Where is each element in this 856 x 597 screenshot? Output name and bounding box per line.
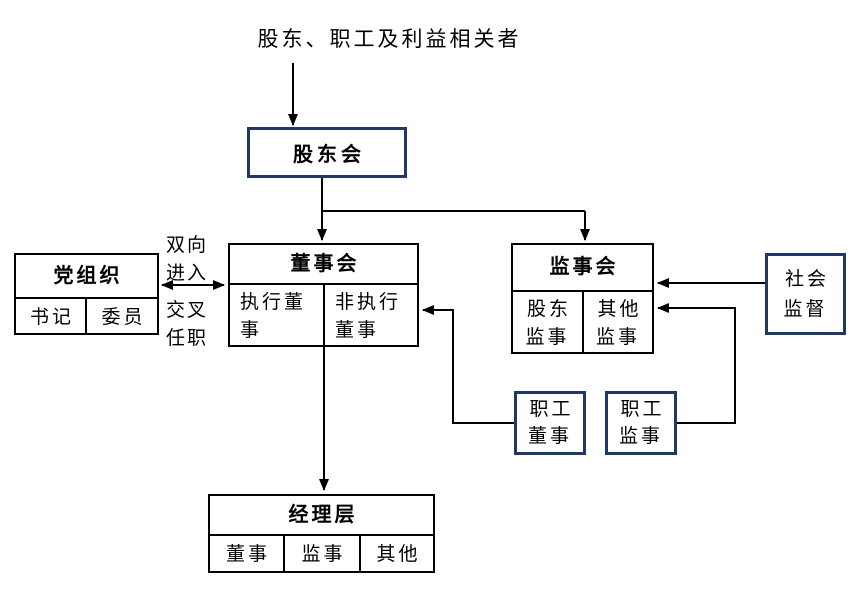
board-of-supervisors-cells: 股东监事 其他监事 [513,292,652,354]
party-organization-cells: 书记 委员 [16,299,157,335]
party-organization-box: 党组织 书记 委员 [14,253,159,335]
party-secretary-cell: 书记 [29,306,74,328]
board-of-directors-box: 董事会 执行董事 非执行董事 [228,243,419,347]
management-director-cell: 董事 [225,543,270,565]
party-organization-header: 党组织 [16,255,157,299]
shareholders-meeting-box: 股东会 [247,127,407,178]
two-way-entry-label: 双向进入 [165,234,208,284]
social-supervision-box: 社会监督 [765,253,846,335]
management-other-cell: 其他 [359,536,433,573]
management-supervisor-cell: 监事 [283,536,359,573]
arrow-employee-director-to-board [422,305,514,424]
social-supervision-label: 社会监督 [783,268,829,320]
board-of-supervisors-box: 监事会 股东监事 其他监事 [511,243,654,354]
management-header: 经理层 [210,496,433,536]
stakeholders-top-label: 股东、职工及利益相关者 [257,27,522,51]
board-of-supervisors-header: 监事会 [513,245,652,292]
employee-supervisor-box: 职工监事 [605,391,677,455]
other-supervisor-cell: 其他监事 [582,292,652,354]
non-executive-director-cell: 非执行董事 [323,285,417,347]
employee-supervisor-label: 职工监事 [618,398,665,447]
shareholder-supervisor-cell: 股东监事 [525,298,571,348]
executive-director-cell: 执行董事 [240,291,307,341]
management-box: 经理层 董事 监事 其他 [208,494,435,573]
shareholders-meeting-label: 股东会 [293,142,365,166]
board-of-directors-cells: 执行董事 非执行董事 [230,285,417,347]
party-member-cell: 委员 [85,299,157,335]
employee-director-label: 职工董事 [527,398,574,447]
management-cells: 董事 监事 其他 [210,536,433,573]
board-of-directors-header: 董事会 [230,245,417,285]
cross-posting-label: 交叉任职 [165,299,208,349]
employee-director-box: 职工董事 [514,391,586,455]
